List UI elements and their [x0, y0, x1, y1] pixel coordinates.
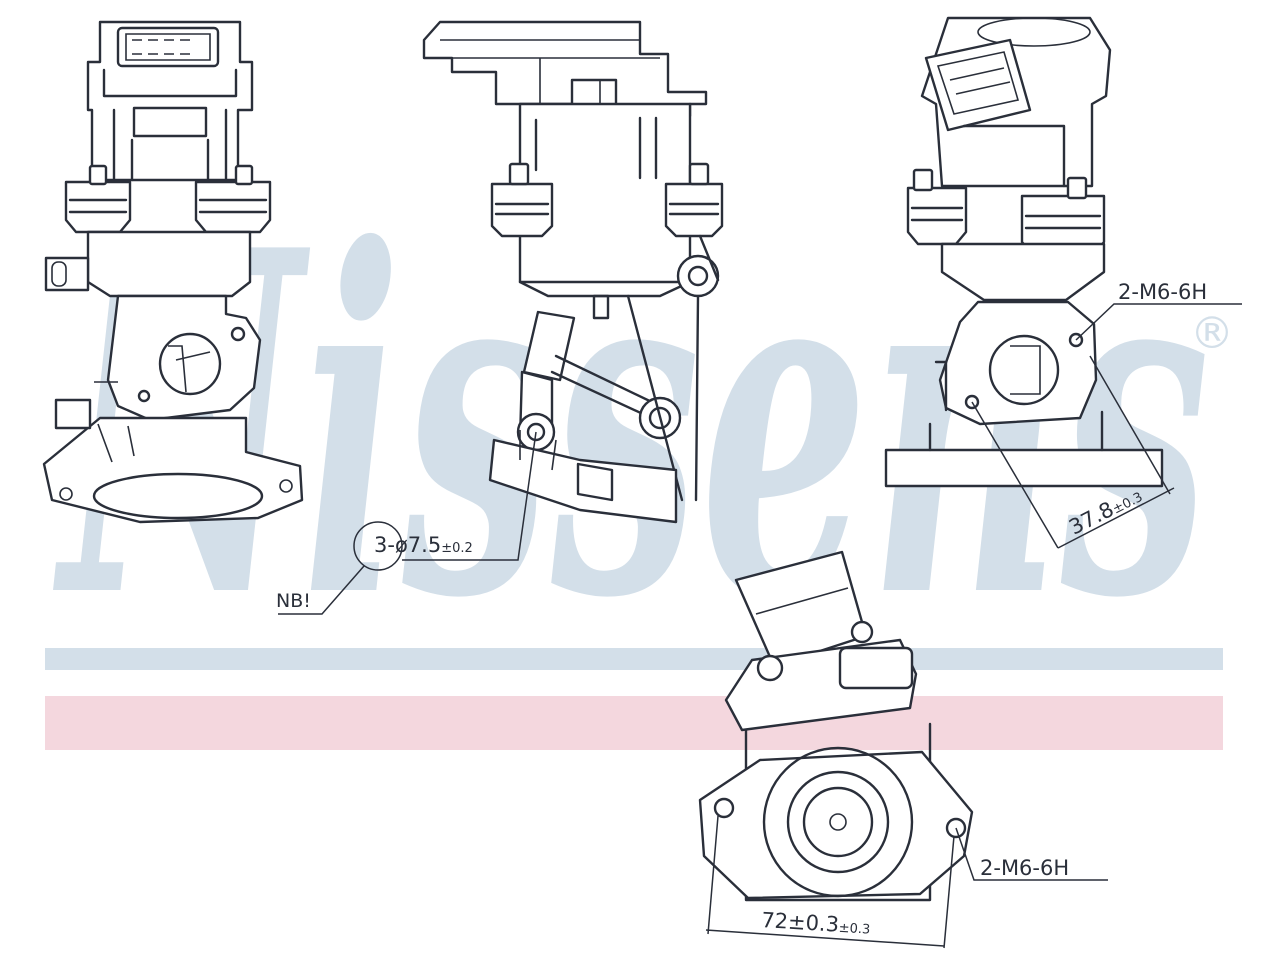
- valve-view-bottom: [698, 550, 974, 902]
- hole-tolerance: ±0.2: [441, 541, 473, 556]
- note-label: NB!: [276, 590, 311, 612]
- hole-diameter: ø7.5: [394, 533, 442, 557]
- hole-callout: 3-ø7.5±0.2: [374, 535, 473, 556]
- dimension-front-value: 72±0.3: [760, 908, 840, 937]
- watermark-stripe-pink: [45, 696, 1223, 750]
- thread-label-top: 2-M6-6H: [1118, 280, 1208, 304]
- dimension-front-tolerance: ±0.3: [838, 920, 871, 938]
- valve-view-middle: [422, 20, 724, 524]
- thread-label-bottom: 2-M6-6H: [980, 856, 1070, 880]
- valve-view-right: [884, 16, 1164, 488]
- dimension-lines: [278, 303, 1242, 949]
- watermark-registered-mark: ®: [1190, 308, 1234, 359]
- hole-count: 3-: [374, 533, 395, 557]
- watermark-stripe-blue: [45, 648, 1223, 670]
- valve-view-left: [42, 20, 304, 524]
